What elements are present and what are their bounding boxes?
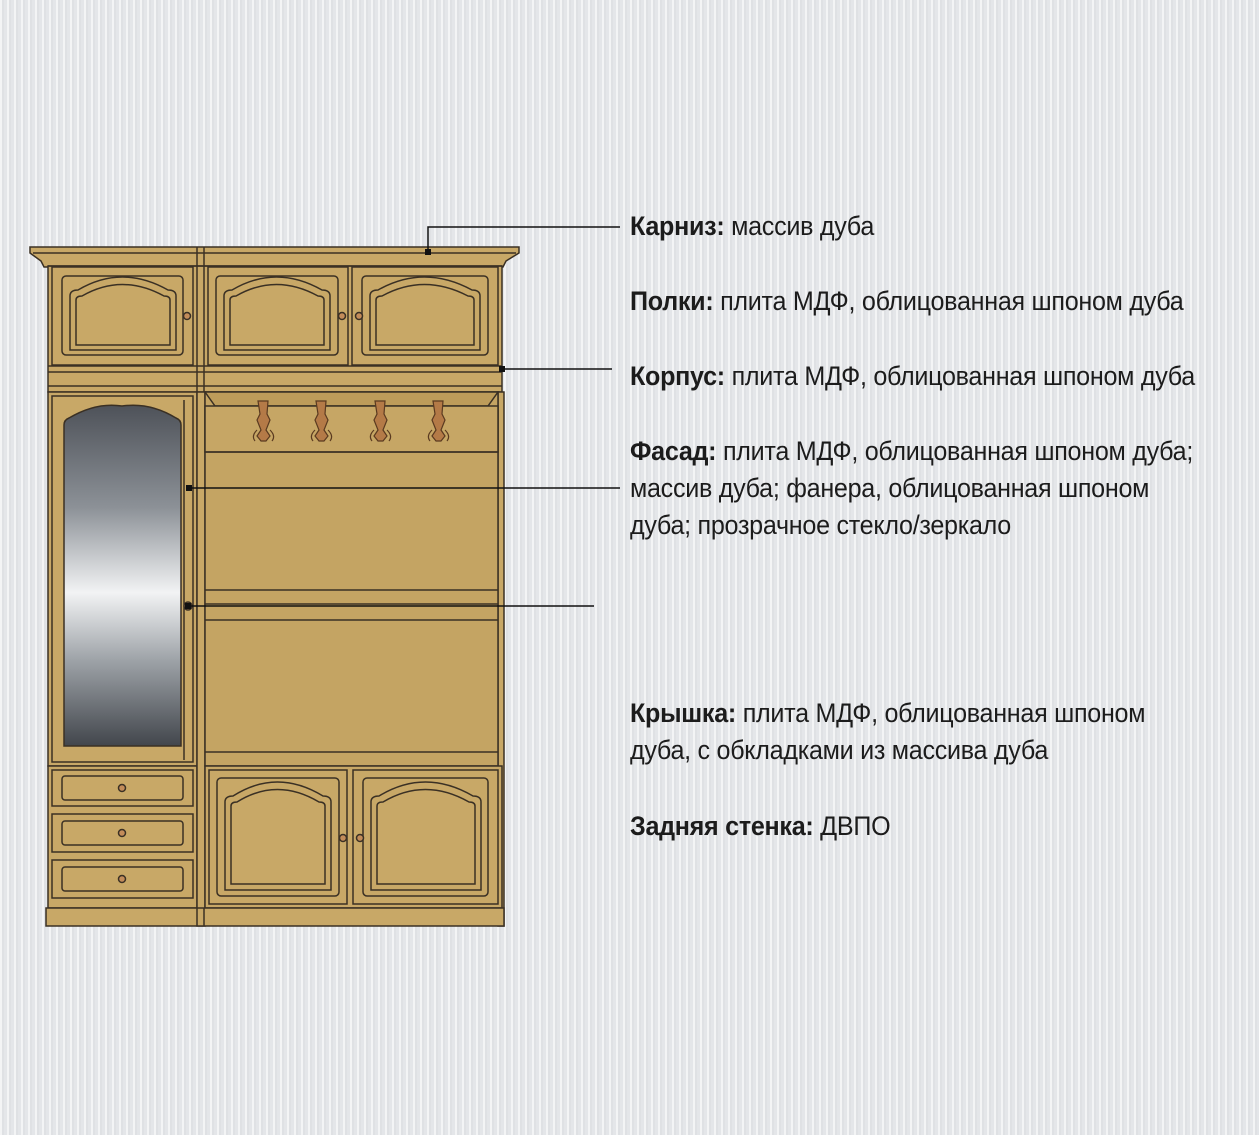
hook-4 (427, 400, 450, 442)
term-korpus: Корпус: (630, 361, 725, 391)
upper-door-right (351, 266, 499, 366)
term-karniz: Карниз: (630, 211, 725, 241)
cornice (29, 246, 520, 268)
desc-karniz: массив дуба (724, 211, 875, 241)
leader-dot-shelf (185, 603, 191, 609)
upper-door-left (51, 266, 194, 366)
leader-dot-karniz (425, 249, 431, 255)
coat-hooks (252, 400, 450, 442)
desc-fasad-line1: плита МДФ, облицованная шпоном дуба; (716, 436, 1194, 466)
label-korpus: Корпус: плита МДФ, облицованная шпоном д… (630, 358, 1195, 395)
mirror-door (47, 391, 198, 767)
leader-dot-korpus (499, 366, 505, 372)
drawers (47, 765, 198, 909)
hook-2 (310, 400, 333, 442)
desc-polki: плита МДФ, облицованная шпоном дуба (713, 286, 1184, 316)
label-polki: Полки: плита МДФ, облицованная шпоном ду… (630, 283, 1184, 320)
leader-karniz (427, 226, 620, 251)
term-zadnyaya: Задняя стенка: (630, 811, 814, 841)
label-karniz: Карниз: массив дуба (630, 208, 874, 245)
desc-zadnyaya: ДВПО (813, 811, 891, 841)
label-fasad: Фасад: плита МДФ, облицованная шпоном ду… (630, 433, 1193, 544)
term-polki: Полки: (630, 286, 714, 316)
desc-korpus: плита МДФ, облицованная шпоном дуба (724, 361, 1196, 391)
leader-lines (188, 226, 620, 607)
leader-dot-fasad (186, 485, 192, 491)
desc-fasad-line3: дуба; прозрачное стекло/зеркало (630, 510, 1012, 540)
hook-1 (252, 400, 275, 442)
upper-door-middle (207, 266, 349, 366)
label-zadnyaya: Задняя стенка: ДВПО (630, 808, 891, 845)
open-niche (196, 391, 505, 927)
lower-cabinet (204, 765, 503, 909)
desc-fasad-line2: массив дуба; фанера, облицованная шпоном (630, 473, 1150, 503)
plinth (45, 907, 505, 927)
desc-kryshka-line2: дуба, с обкладками из массива дуба (630, 735, 1049, 765)
desc-kryshka-line1: плита МДФ, облицованная шпоном (735, 698, 1146, 728)
label-kryshka: Крышка: плита МДФ, облицованная шпоном ду… (630, 695, 1146, 769)
hook-3 (369, 400, 392, 442)
term-kryshka: Крышка: (630, 698, 736, 728)
term-fasad: Фасад: (630, 436, 717, 466)
